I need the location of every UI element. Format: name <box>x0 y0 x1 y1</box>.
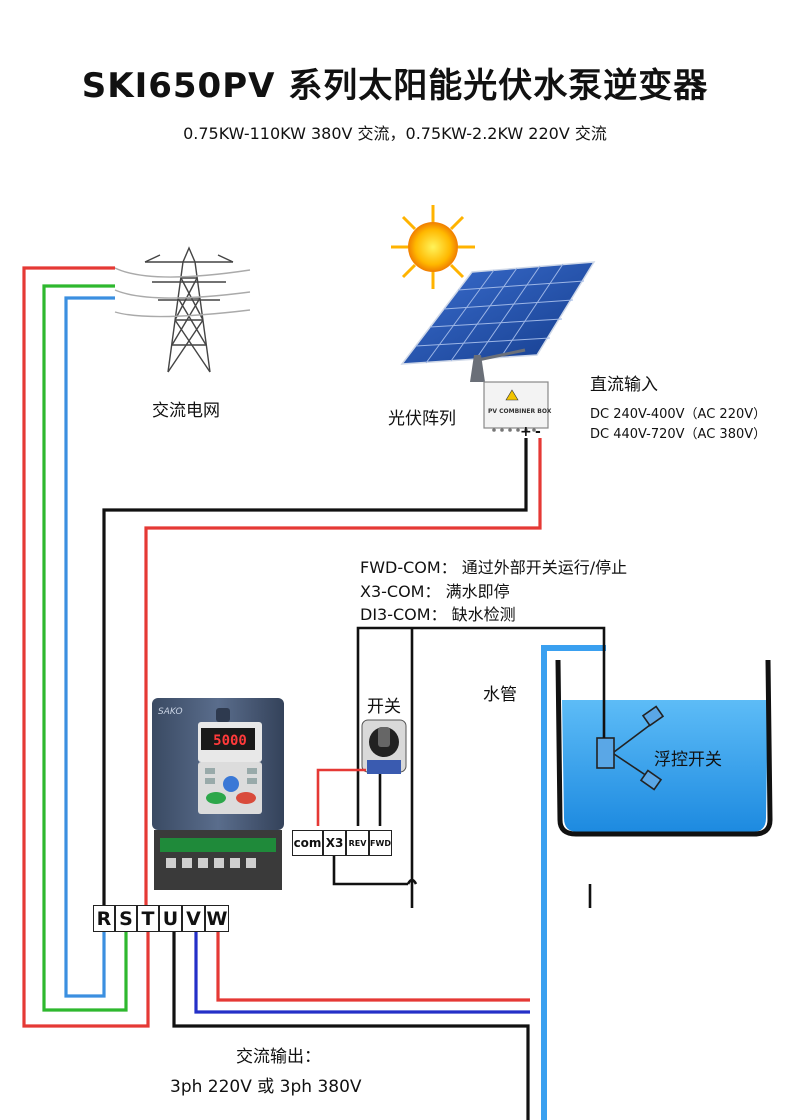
dc-input-title: 直流输入 <box>590 375 658 395</box>
output-label: 交流输出： <box>236 1047 321 1067</box>
dc-wire-negative <box>102 438 528 905</box>
sun-icon <box>391 205 475 289</box>
output-wire-w <box>172 932 530 1120</box>
page-subtitle: 0.75KW-110KW 380V 交流，0.75KW-2.2KW 220V 交… <box>183 124 607 143</box>
note-fwd-com: FWD-COM： 通过外部开关运行/停止 <box>360 558 628 577</box>
pv-plus-sign: + <box>520 424 532 440</box>
terminal-w: W <box>205 905 229 932</box>
pv-combiner-box <box>483 381 549 432</box>
inverter-body <box>152 698 284 890</box>
terminal-r: R <box>93 905 115 932</box>
power-tower-icon <box>114 246 251 373</box>
switch-label: 开关 <box>367 697 401 717</box>
pv-array-label: 光伏阵列 <box>388 409 456 429</box>
output-wire-u <box>216 932 530 1002</box>
float-wire <box>356 626 606 826</box>
grid-wire-t <box>64 296 115 998</box>
float-switch-icon <box>596 705 665 791</box>
water-pipe <box>541 645 606 1120</box>
inverter-brand: SAKO <box>158 707 183 717</box>
inverter-display: 5000 <box>213 733 247 749</box>
rotary-switch-icon <box>361 719 407 774</box>
combiner-box-label: PV COMBINER BOX <box>488 408 552 415</box>
terminal-t: T <box>137 905 159 932</box>
output-voltage: 3ph 220V 或 3ph 380V <box>170 1077 362 1097</box>
dc-input-range-380: DC 440V-720V（AC 380V） <box>590 427 767 442</box>
terminal-s: S <box>115 905 137 932</box>
note-di3-com: DI3-COM： 缺水检测 <box>360 605 516 624</box>
terminal-u: U <box>159 905 182 932</box>
pv-minus-sign: - <box>535 424 541 440</box>
dc-wire-positive <box>144 438 542 905</box>
grid-wire-r <box>22 266 150 1028</box>
terminal-rev: REV <box>346 830 369 856</box>
page-title: SKI650PV 系列太阳能光伏水泵逆变器 <box>81 66 709 106</box>
grid-label: 交流电网 <box>152 401 220 421</box>
water-tank <box>555 659 773 837</box>
switch-wire-com <box>316 768 366 826</box>
terminal-v: V <box>182 905 205 932</box>
grid-wire-s <box>42 284 128 1012</box>
terminal-x3: X3 <box>323 830 346 856</box>
pipe-label: 水管 <box>483 685 517 705</box>
float-switch-label: 浮控开关 <box>654 750 722 770</box>
x3-wire <box>332 852 408 886</box>
note-x3-com: X3-COM： 满水即停 <box>360 582 510 601</box>
terminal-fwd: FWD <box>369 830 392 856</box>
terminal-com: com <box>292 830 323 856</box>
output-wire-v <box>194 932 530 1014</box>
dc-input-range-220: DC 240V-400V（AC 220V） <box>590 407 767 422</box>
solar-panel-icon <box>400 261 596 382</box>
